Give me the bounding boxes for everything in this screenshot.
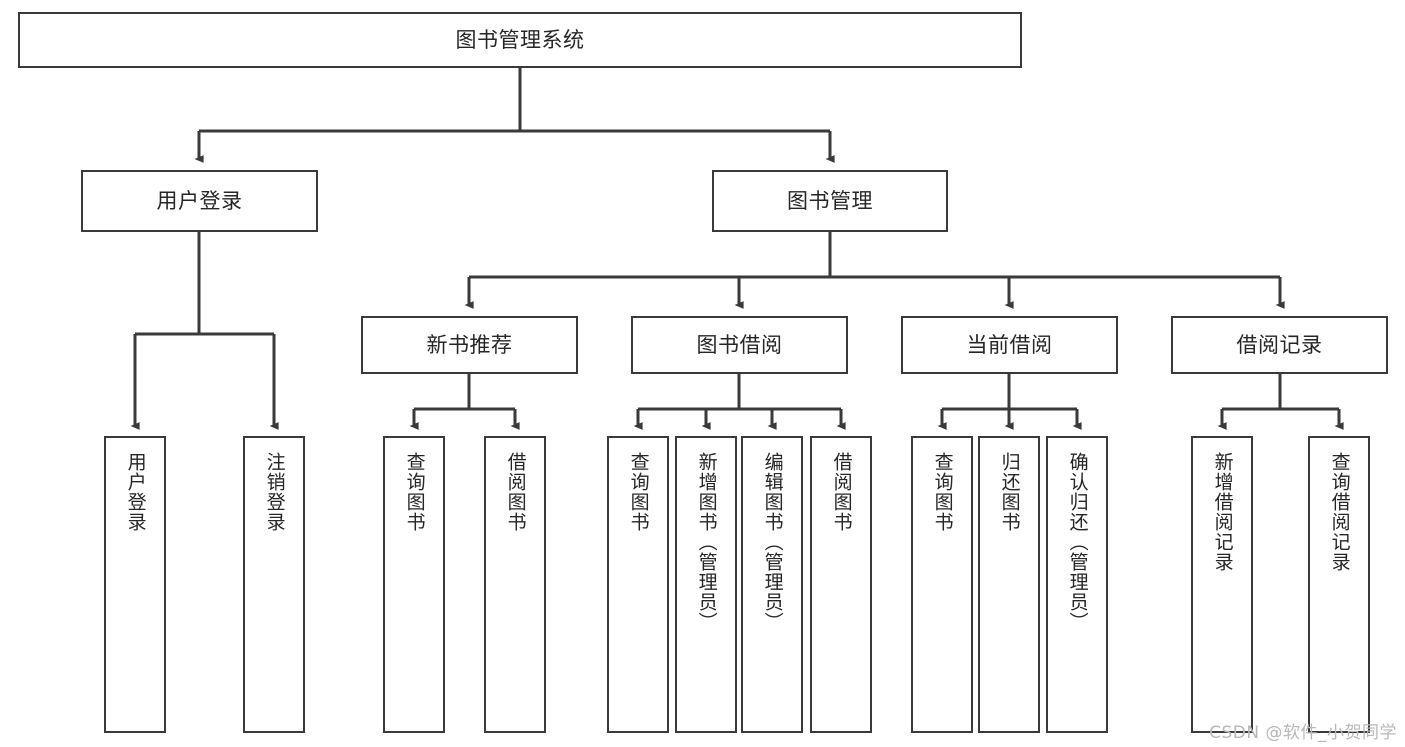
node-label: 图书管理系统 [455, 27, 585, 52]
node-current-borrow[interactable]: 当前借阅 [901, 316, 1118, 374]
leaf-user-login[interactable]: 用户登录 [104, 436, 166, 733]
leaf-query-book-recommend[interactable]: 查询图书 [383, 436, 445, 733]
node-label: 图书借阅 [696, 332, 783, 357]
node-label: 图书管理 [787, 188, 873, 213]
node-label: 新书推荐 [426, 332, 513, 357]
node-new-book-recommend[interactable]: 新书推荐 [361, 316, 578, 374]
node-user-login[interactable]: 用户登录 [81, 170, 318, 232]
node-label: 用户登录 [156, 188, 243, 213]
node-label: 查询借阅记录 [1328, 452, 1351, 572]
leaf-query-book-borrow[interactable]: 查询图书 [607, 436, 669, 733]
node-label: 借阅图书 [504, 452, 527, 532]
leaf-borrow-book-recommend[interactable]: 借阅图书 [484, 436, 546, 733]
node-label: 用户登录 [124, 452, 147, 532]
node-label: 查询图书 [627, 452, 650, 532]
leaf-add-borrow-record[interactable]: 新增借阅记录 [1191, 436, 1253, 733]
leaf-confirm-return-admin[interactable]: 确认归还（管理员） [1046, 436, 1108, 733]
node-label: 编辑图书（管理员） [761, 452, 784, 632]
leaf-add-book-admin[interactable]: 新增图书（管理员） [675, 436, 737, 733]
node-label: 查询图书 [931, 452, 954, 532]
leaf-borrow-book[interactable]: 借阅图书 [810, 436, 872, 733]
node-label: 归还图书 [998, 452, 1021, 532]
node-root-book-management-system[interactable]: 图书管理系统 [18, 12, 1022, 68]
node-label: 查询图书 [403, 452, 426, 532]
csdn-watermark: CSDN @软件_小贺同学 [1209, 723, 1397, 743]
leaf-edit-book-admin[interactable]: 编辑图书（管理员） [741, 436, 803, 733]
node-label: 当前借阅 [966, 332, 1053, 357]
leaf-query-book-current[interactable]: 查询图书 [911, 436, 973, 733]
node-book-management[interactable]: 图书管理 [712, 170, 948, 232]
node-label: 借阅图书 [830, 452, 853, 532]
leaf-logout[interactable]: 注销登录 [243, 436, 305, 733]
node-borrow-record[interactable]: 借阅记录 [1171, 316, 1388, 374]
node-label: 借阅记录 [1236, 332, 1323, 357]
leaf-query-borrow-record[interactable]: 查询借阅记录 [1308, 436, 1370, 733]
node-label: 注销登录 [263, 452, 286, 532]
leaf-return-book[interactable]: 归还图书 [978, 436, 1040, 733]
node-label: 新增图书（管理员） [695, 452, 718, 632]
node-label: 确认归还（管理员） [1066, 452, 1089, 632]
node-book-borrow[interactable]: 图书借阅 [631, 316, 848, 374]
node-label: 新增借阅记录 [1211, 452, 1234, 572]
